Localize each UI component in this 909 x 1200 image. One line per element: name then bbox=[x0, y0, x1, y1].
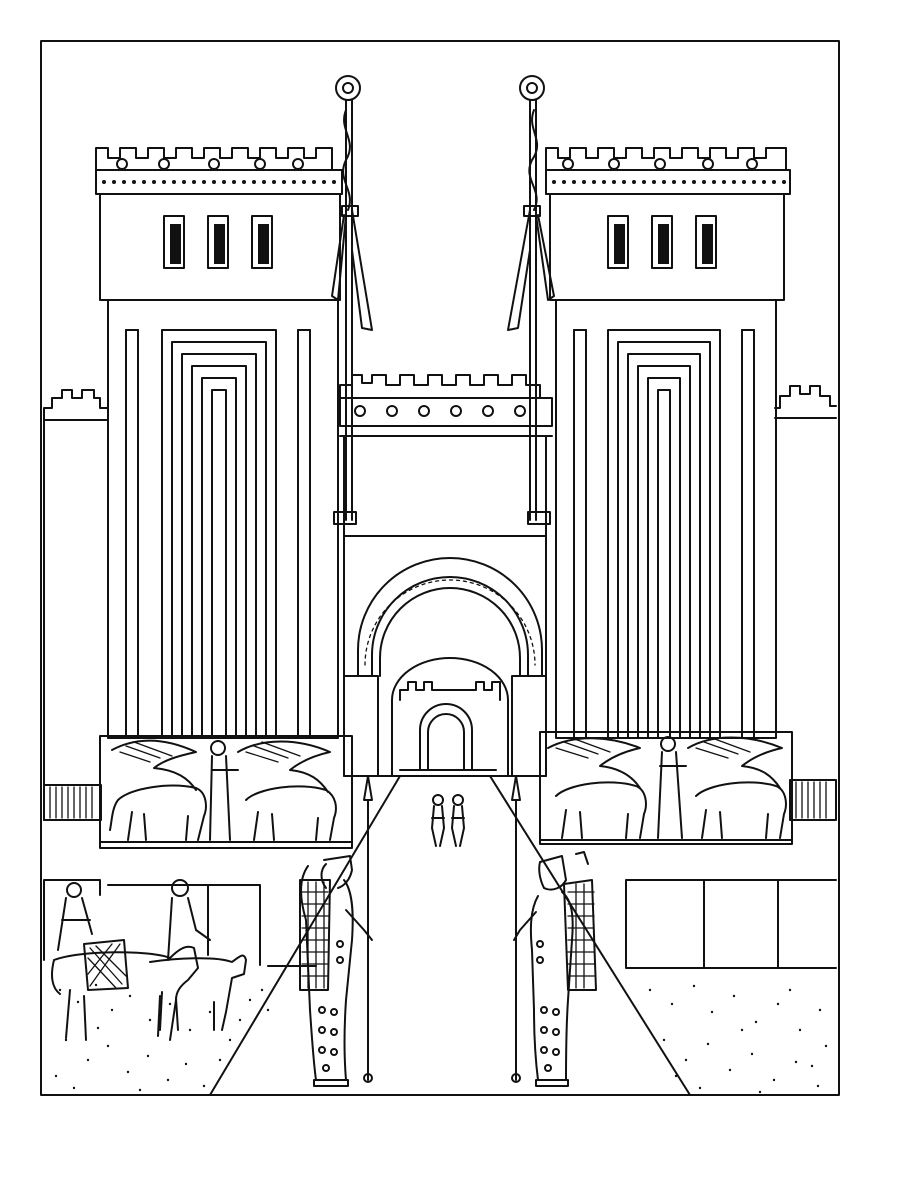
central-gatehouse bbox=[340, 375, 552, 776]
right-relief-base bbox=[540, 732, 792, 844]
winged-bull-relief bbox=[548, 738, 646, 838]
right-tower bbox=[546, 148, 790, 738]
right-ground-stipple bbox=[648, 984, 828, 1094]
left-ground-stipple bbox=[54, 983, 270, 1092]
gate-rosettes bbox=[355, 406, 525, 416]
left-guard bbox=[300, 776, 372, 1086]
winged-bull-relief bbox=[688, 738, 786, 839]
processional-road bbox=[210, 776, 690, 1095]
right-flagpole bbox=[508, 76, 554, 524]
left-back-wall bbox=[44, 390, 108, 820]
right-guard bbox=[512, 776, 596, 1086]
right-tower-rosettes bbox=[563, 159, 757, 169]
left-flagpole bbox=[332, 76, 372, 524]
relief-attendant bbox=[210, 741, 238, 840]
left-relief-base bbox=[100, 736, 352, 848]
background-walkers bbox=[432, 795, 464, 846]
left-travelers bbox=[52, 880, 246, 1040]
courtyard-walls bbox=[44, 880, 836, 968]
right-low-wall bbox=[790, 780, 836, 820]
left-tower-rosettes bbox=[117, 159, 303, 169]
right-back-wall bbox=[775, 386, 836, 418]
winged-bull-relief bbox=[110, 741, 206, 840]
picture-frame bbox=[41, 41, 839, 1095]
left-tower bbox=[96, 148, 342, 738]
left-low-wall bbox=[44, 785, 101, 820]
main-arch bbox=[344, 558, 546, 776]
relief-attendant bbox=[658, 737, 686, 838]
winged-bull-relief bbox=[238, 742, 336, 841]
